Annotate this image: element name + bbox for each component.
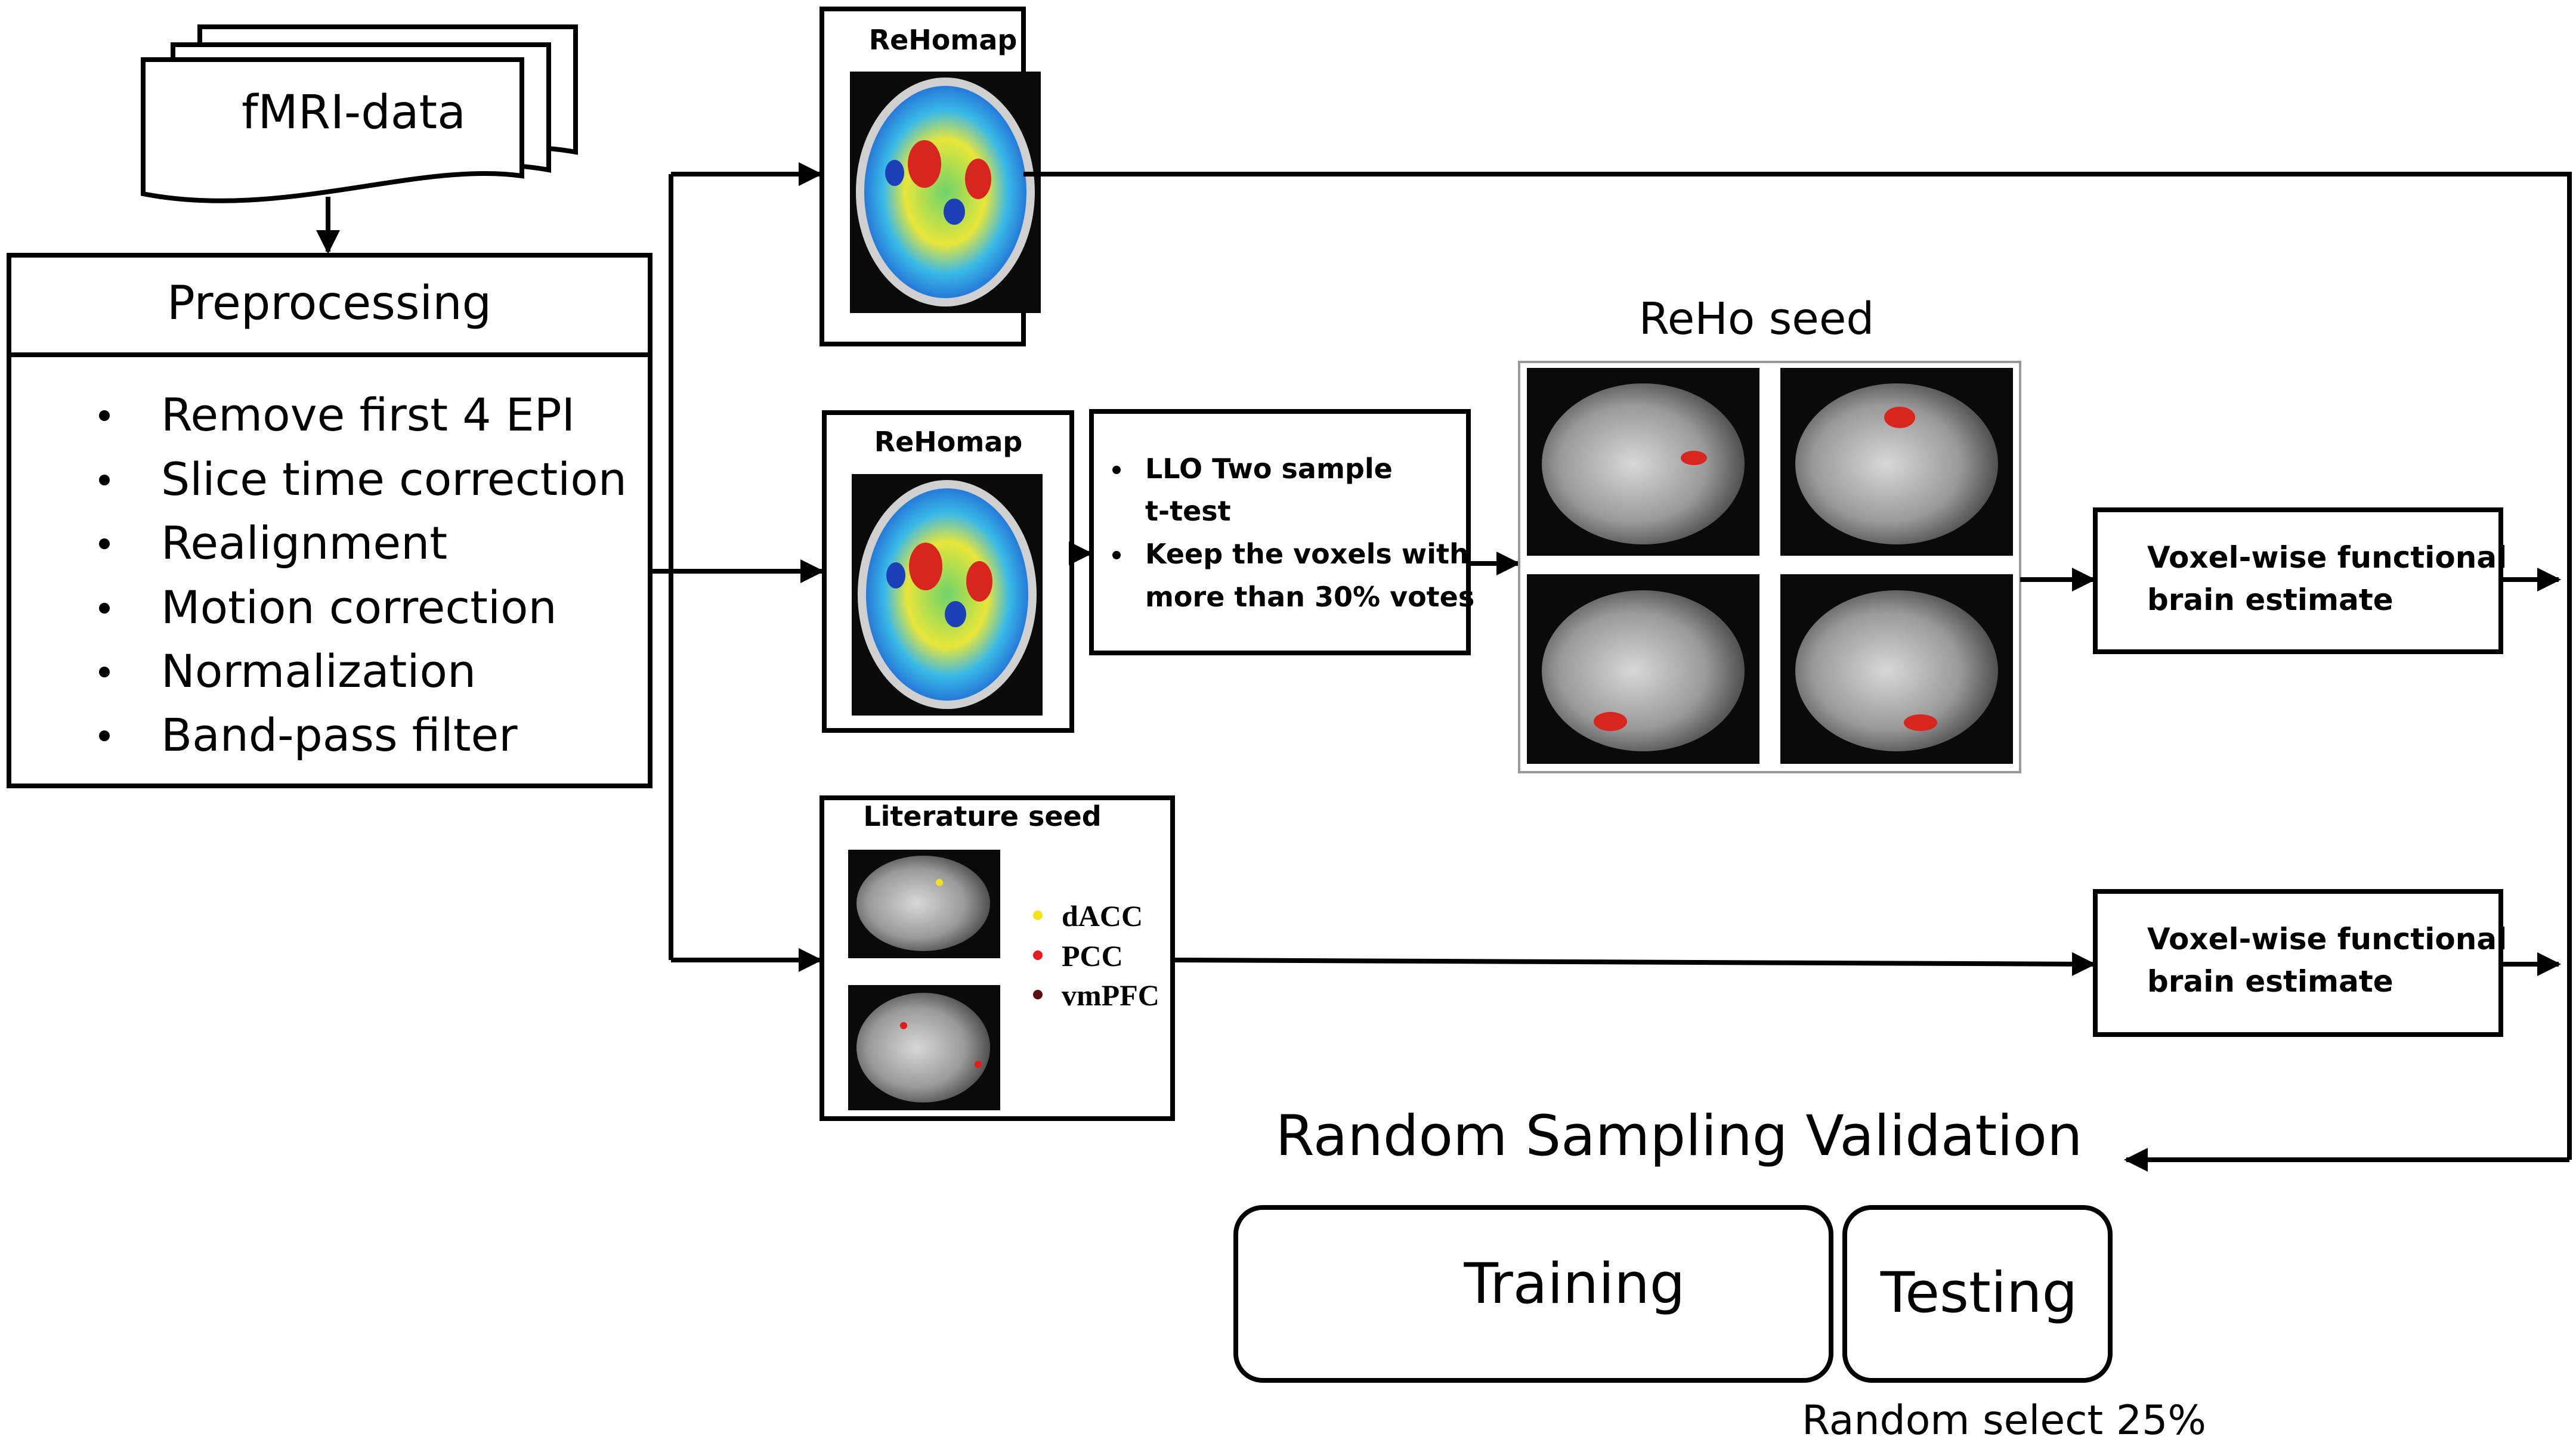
validation-section: Random Sampling Validation Training Test… bbox=[1233, 1104, 2206, 1443]
testing-box bbox=[1842, 1205, 2113, 1383]
preprocessing-steps: Remove first 4 EPI Slice time correction… bbox=[99, 388, 627, 761]
seed-region bbox=[1884, 407, 1915, 428]
reho-activation-map bbox=[864, 86, 1026, 298]
literature-seed-panel: Literature seed dACC PCC vmPFC bbox=[820, 795, 1175, 1121]
rehomap-to-validation-connector bbox=[1023, 172, 2572, 1172]
bullet-icon bbox=[1112, 551, 1121, 559]
step-item: Motion correction bbox=[161, 581, 557, 634]
bullet-icon bbox=[1112, 466, 1121, 474]
step-item: Realignment bbox=[161, 516, 447, 569]
reho-coldspot bbox=[945, 601, 966, 627]
preprocessing-title: Preprocessing bbox=[167, 277, 491, 330]
step-item: Remove first 4 EPI bbox=[161, 388, 575, 441]
reho-hotspot bbox=[965, 159, 991, 199]
fmri-data-document: fMRI-data bbox=[141, 24, 578, 203]
reho-coldspot bbox=[885, 160, 904, 186]
bullet-icon bbox=[99, 475, 110, 485]
estimate-line: brain estimate bbox=[2147, 964, 2393, 999]
llo-line: t-test bbox=[1145, 495, 1231, 527]
step-item: Normalization bbox=[161, 645, 476, 698]
vmpfc-marker-icon bbox=[1033, 990, 1043, 999]
dacc-marker-icon bbox=[1033, 911, 1043, 920]
sagittal-slice bbox=[1527, 574, 1759, 764]
preprocessing-box: Preprocessing Remove first 4 EPI Slice t… bbox=[7, 253, 652, 788]
branch-connectors bbox=[650, 162, 824, 972]
pcc-marker-icon bbox=[1033, 950, 1043, 960]
sagittal-slice bbox=[848, 985, 1000, 1110]
step-item: Slice time correction bbox=[161, 453, 627, 506]
bullet-icon bbox=[99, 730, 110, 741]
seed-region bbox=[1594, 712, 1627, 731]
legend-label: dACC bbox=[1062, 899, 1143, 933]
reho-hotspot bbox=[966, 561, 992, 602]
bullet-icon bbox=[99, 410, 110, 421]
llo-line: Keep the voxels with bbox=[1145, 538, 1469, 570]
llo-line: more than 30% votes bbox=[1145, 581, 1474, 613]
training-box bbox=[1233, 1205, 1833, 1383]
testing-label: Testing bbox=[1880, 1261, 2077, 1326]
reho-coldspot bbox=[886, 562, 905, 589]
reho-hotspot bbox=[909, 543, 942, 590]
arrow-literature-to-estimate bbox=[1172, 952, 2096, 976]
legend-label: vmPFC bbox=[1062, 978, 1159, 1012]
sagittal-slice bbox=[1527, 368, 1759, 556]
fmri-data-label: fMRI-data bbox=[242, 86, 466, 140]
estimate-line: Voxel-wise functional bbox=[2147, 540, 2507, 575]
rehomap-top-panel: ReHomap bbox=[820, 7, 1041, 346]
llo-box: LLO Two sample t-test Keep the voxels wi… bbox=[1089, 409, 1474, 655]
reho-seed-panel: ReHo seed bbox=[1518, 293, 2021, 773]
voxel-estimate-top-box: Voxel-wise functional brain estimate bbox=[2093, 507, 2507, 654]
sagittal-slice bbox=[1780, 574, 2013, 764]
reho-coldspot bbox=[944, 199, 965, 225]
legend-label: PCC bbox=[1062, 939, 1123, 973]
estimate-line: brain estimate bbox=[2147, 583, 2393, 617]
bullet-icon bbox=[99, 603, 110, 614]
llo-line: LLO Two sample bbox=[1145, 453, 1393, 485]
sagittal-slice bbox=[848, 850, 1000, 958]
seed-region bbox=[1904, 714, 1937, 731]
bullet-icon bbox=[99, 667, 110, 677]
estimate-line: Voxel-wise functional bbox=[2147, 922, 2507, 956]
sagittal-slice bbox=[1780, 368, 2013, 556]
rehomap-mid-panel: ReHomap bbox=[822, 410, 1074, 733]
voxel-estimate-bottom-box: Voxel-wise functional brain estimate bbox=[2093, 889, 2507, 1037]
rehomap-mid-title: ReHomap bbox=[874, 426, 1023, 458]
bullet-icon bbox=[99, 538, 110, 549]
seed-region bbox=[1681, 451, 1707, 465]
reho-activation-map bbox=[866, 488, 1028, 701]
random-select-note: Random select 25% bbox=[1802, 1397, 2206, 1443]
step-item: Band-pass filter bbox=[161, 708, 518, 761]
reho-seed-title: ReHo seed bbox=[1639, 293, 1875, 345]
validation-title: Random Sampling Validation bbox=[1275, 1104, 2082, 1169]
training-label: Training bbox=[1464, 1252, 1686, 1317]
rehomap-top-title: ReHomap bbox=[869, 24, 1018, 56]
seed-legend: dACC PCC vmPFC bbox=[1033, 899, 1159, 1012]
reho-hotspot bbox=[908, 140, 941, 188]
literature-seed-title: Literature seed bbox=[863, 800, 1101, 832]
